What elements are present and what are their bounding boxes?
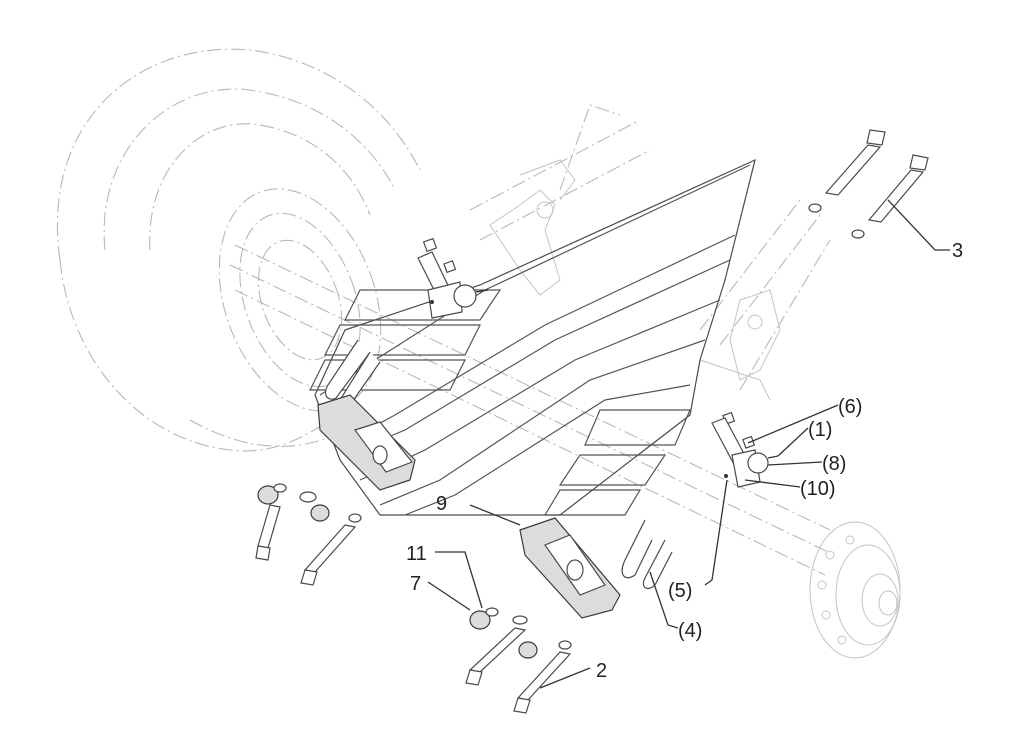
- callout-7: 7: [410, 573, 421, 595]
- frame-hanger-right: [699, 289, 781, 401]
- axle-outline: [229, 104, 831, 576]
- bracket-left: [417, 237, 489, 319]
- callout-10: (10): [800, 478, 836, 500]
- leader-9: [469, 504, 521, 526]
- callout-8: (8): [822, 453, 846, 475]
- leader-5: [704, 479, 728, 586]
- reflector-stripes-lower: [543, 409, 691, 516]
- bracket-right: [711, 411, 779, 488]
- callout-3: 3: [952, 240, 963, 262]
- leader-6: [747, 404, 839, 444]
- hardware-lower-right: [465, 607, 572, 714]
- leader-4: [649, 571, 679, 629]
- leader-2: [539, 667, 591, 689]
- leader-7: [427, 581, 471, 611]
- bolt-upper-2: [851, 154, 929, 239]
- tire-outline: [56, 48, 421, 452]
- callout-2: 2: [596, 660, 607, 682]
- spring-plate-left: [317, 394, 416, 491]
- u-bolt-right: [621, 519, 673, 590]
- callout-5: (5): [668, 580, 692, 602]
- leader-1: [777, 427, 809, 457]
- leader-10: [744, 479, 801, 488]
- callout-labels: 3 (6) (1) (8) (10) 9 (5) 11 7 (4) 2: [406, 240, 963, 682]
- callout-6: (6): [838, 396, 862, 418]
- callout-11: 11: [406, 543, 427, 565]
- leader-8: [767, 461, 823, 466]
- spring-plate-right: [519, 517, 621, 619]
- leader-lines: [427, 199, 950, 689]
- leader-3: [887, 199, 950, 251]
- callout-9: 9: [436, 493, 447, 515]
- hub-drum: [809, 521, 901, 659]
- hardware-lower-left: [255, 483, 362, 586]
- callout-4: (4): [678, 620, 702, 642]
- frame-hanger-left: [489, 159, 576, 296]
- bolt-upper-1: [808, 129, 886, 213]
- callout-1: (1): [808, 419, 832, 441]
- leader-11: [435, 551, 483, 609]
